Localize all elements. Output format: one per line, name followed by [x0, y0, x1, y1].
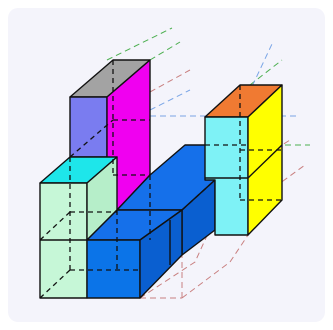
- guide-blue-tower-mid: [149, 89, 191, 111]
- guide-green-tower-top: [106, 27, 173, 61]
- blue-front-face: [86, 239, 141, 299]
- tower-front-face: [69, 96, 108, 158]
- guide-green-right-top: [249, 59, 283, 86]
- guide-red-floor-2: [181, 234, 249, 299]
- left-tall-tower: [69, 59, 151, 211]
- hidden-edge-tower-back: [69, 60, 150, 176]
- right-tower: [204, 84, 283, 236]
- right-tower-right-face: [247, 84, 283, 236]
- guide-red-tower-mid: [149, 69, 191, 93]
- left-front-column: [39, 156, 118, 299]
- hidden-edge-column: [39, 157, 140, 299]
- right-tower-middle-edge: [205, 144, 283, 179]
- hidden-edge-blue: [116, 175, 216, 270]
- blue-front-block: [86, 209, 183, 299]
- hidden-edges: [39, 60, 216, 299]
- right-tower-hidden-lines: [205, 85, 282, 201]
- guide-red-floor-1: [139, 217, 216, 299]
- blue-front-right-face: [139, 209, 183, 299]
- guide-green-tower-right: [149, 41, 181, 61]
